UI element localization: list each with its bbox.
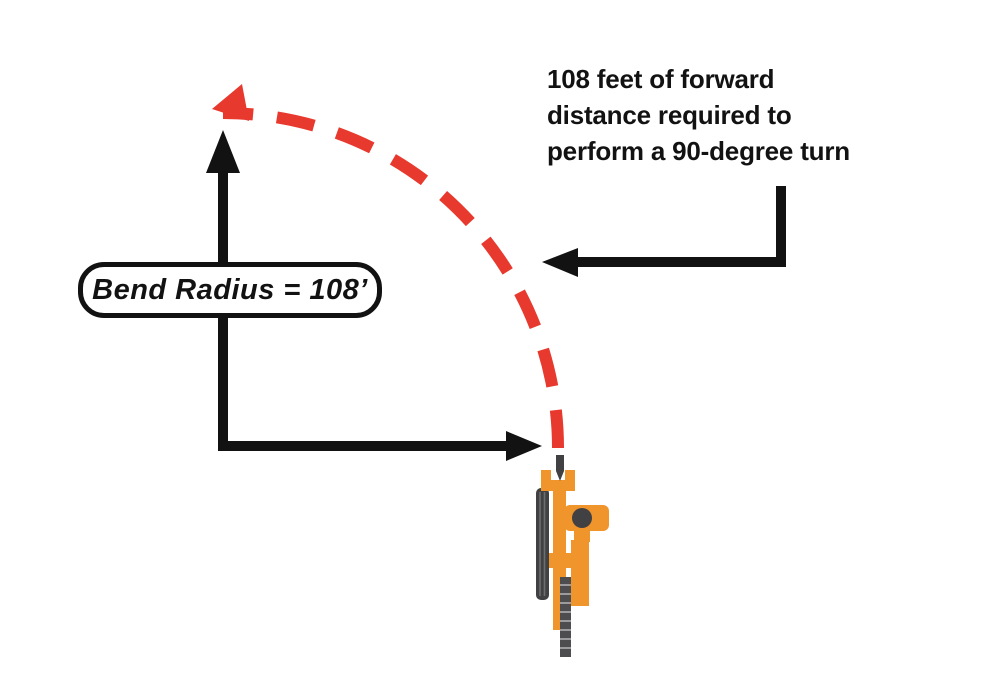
bend-radius-label: Bend Radius = 108’	[78, 262, 382, 318]
rig-body	[571, 540, 589, 606]
turn-arc	[212, 84, 564, 449]
annotation-text: 108 feet of forward distance required to…	[547, 64, 850, 166]
forward-distance-arrowhead-icon	[506, 431, 542, 461]
drill-rod-segments	[560, 584, 571, 649]
drill-rod	[560, 577, 571, 657]
drill-bit	[556, 455, 564, 481]
annotation-connector-arrowhead-icon	[542, 248, 578, 277]
drill-rod-bar	[560, 577, 571, 657]
turn-arc-path	[222, 107, 564, 449]
bend-radius-label-text: Bend Radius = 108’	[92, 273, 368, 306]
rig-crossmember	[549, 553, 578, 568]
annotation-connector-line	[576, 186, 786, 267]
annotation-connector-arrow	[542, 186, 786, 277]
rig-engine-cap	[572, 508, 592, 528]
rig-front-fork	[541, 470, 575, 491]
rig-track	[536, 488, 549, 600]
turn-arc-arrowhead-icon	[212, 84, 249, 121]
rig-engine-mount	[574, 530, 590, 542]
forward-distance-arrow	[218, 431, 542, 461]
bend-radius-arrowhead-icon	[206, 130, 240, 173]
drill-rig-illustration	[536, 455, 609, 657]
